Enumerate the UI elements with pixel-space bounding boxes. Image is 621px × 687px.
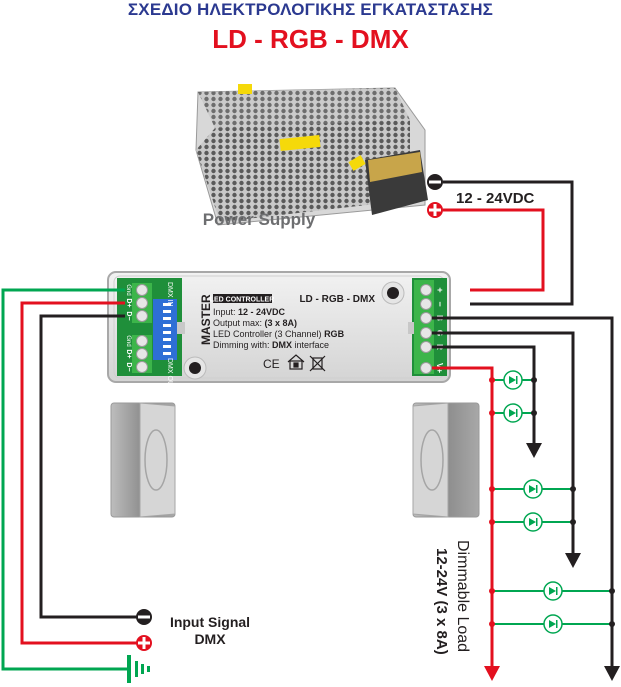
dmx-out-dminus-label: D−: [125, 362, 132, 371]
load-rating-label: 12-24V (3 x 8A): [433, 548, 450, 655]
spec-channels-line: LED Controller (3 Channel) RGB: [213, 329, 345, 339]
mounting-clip-right: [412, 402, 480, 518]
indoor-use-icon: [287, 354, 305, 370]
led-rung-r1: [489, 370, 537, 390]
led-rung-b1: [489, 581, 615, 601]
led-rung-g1: [489, 479, 576, 499]
controller-model-label: LD - RGB - DMX: [299, 294, 375, 305]
led-rung-g2: [489, 512, 576, 532]
dmx-in-dplus-label: D+: [125, 298, 132, 307]
dmx-out-dplus-label: D+: [125, 349, 132, 358]
led-rung-r2: [489, 403, 537, 423]
led-icon: [503, 370, 523, 390]
diagram-title: ΣΧΕΔΙΟ ΗΛΕΚΤΡΟΛΟΓΙΚΗΣ ΕΓΚΑΤΑΣΤΑΣΗΣ: [127, 0, 494, 19]
power-supply-label: Power Supply: [203, 210, 316, 229]
psu-voltage-label: 12 - 24VDC: [456, 190, 535, 207]
dmx-in-dminus-label: D−: [125, 311, 132, 320]
output-g-arrow-icon: [565, 553, 581, 568]
brand-logo: MASTER: [199, 294, 213, 345]
psu-negative-terminal: [427, 174, 443, 190]
mounting-clip-left: [110, 402, 176, 518]
led-rung-b2: [489, 614, 615, 634]
model-title: LD - RGB - DMX: [212, 24, 409, 54]
output-r-arrow-icon: [526, 443, 542, 458]
power-minus-label: −: [435, 301, 445, 306]
output-b-wire: [432, 316, 614, 668]
dmx-in-gnd-label: Gnd: [125, 284, 131, 295]
led-icon: [523, 512, 543, 532]
power-plus-label: +: [435, 287, 445, 292]
power-supply-unit: [195, 84, 428, 226]
dmx-gnd-wire: [1, 288, 128, 671]
led-controller-badge-text: LED CONTROLLER: [210, 297, 275, 304]
signal-negative-terminal: [136, 609, 152, 625]
dmx-in-label: DMX IN: [166, 282, 173, 307]
dmx-out-gnd-label: Gnd: [125, 335, 131, 346]
ground-icon: [127, 655, 150, 683]
signal-positive-terminal: [136, 635, 152, 651]
output-vplus-wire: [432, 366, 494, 668]
output-g-wire: [432, 331, 575, 555]
psu-positive-wire: [443, 208, 545, 292]
led-icon: [503, 403, 523, 423]
spec-dimming-line: Dimming with: DMX interface: [213, 340, 329, 350]
spec-input-line: Input: 12 - 24VDC: [213, 307, 286, 317]
led-icon: [543, 581, 563, 601]
dmx-out-label: DMX OUT: [166, 358, 173, 391]
dimmable-load-label: Dimmable Load: [454, 540, 471, 652]
weee-bin-icon: [309, 355, 326, 372]
dmx-dplus-wire: [20, 301, 137, 645]
input-signal-label: Input Signal: [170, 614, 250, 630]
psu-positive-terminal: [427, 202, 443, 218]
led-icon: [543, 614, 563, 634]
psu-negative-wire: [443, 180, 574, 306]
led-controller: [107, 271, 451, 383]
output-vplus-arrow-icon: [484, 666, 500, 681]
led-icon: [523, 479, 543, 499]
dmx-dminus-wire: [39, 314, 137, 619]
output-b-arrow-icon: [604, 666, 620, 681]
ce-mark-icon: CE: [263, 357, 280, 371]
led-controller-badge: [213, 294, 272, 303]
spec-output-line: Output max: (3 x 8A): [213, 318, 297, 328]
input-signal-dmx-label: DMX: [194, 631, 226, 647]
